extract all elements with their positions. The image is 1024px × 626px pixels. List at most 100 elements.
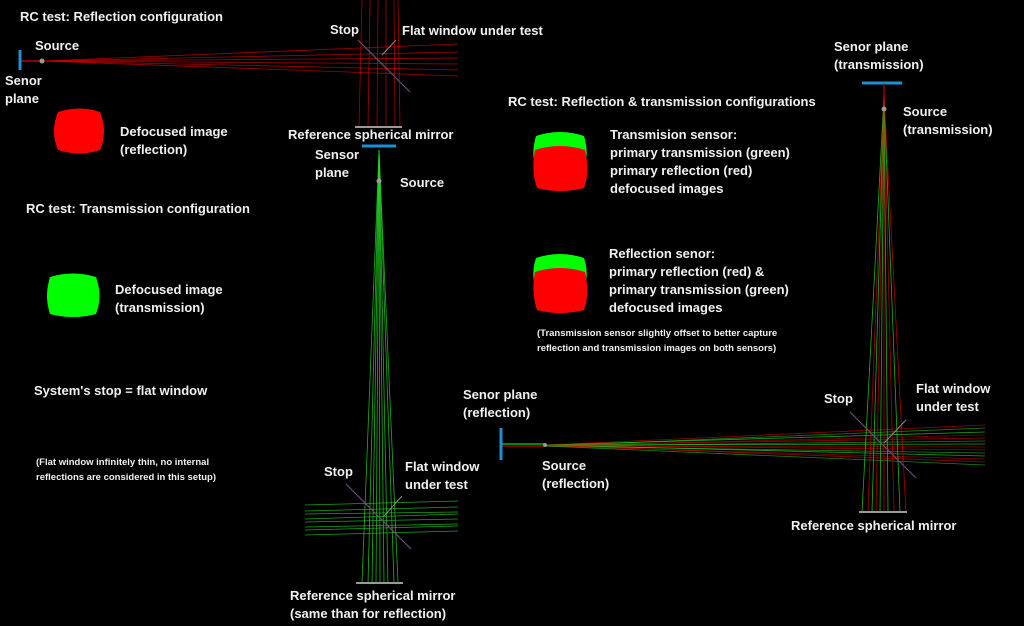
transmission-vertical-ray — [361, 149, 380, 584]
reflection-source-point — [39, 58, 45, 64]
transmission-horizontal-ray — [304, 506, 459, 512]
combined-config-rays — [501, 83, 986, 513]
refl-sensor-block: Reflection senor: primary reflection (re… — [609, 245, 789, 317]
reflection-flat-window — [357, 39, 411, 93]
offset-note: (Transmission sensor slightly offset to … — [537, 326, 777, 356]
transmission-vertical-ray — [375, 149, 380, 584]
combined-horizontal-ray — [544, 444, 986, 463]
transmission-stop-label: Stop — [324, 464, 353, 479]
combined-window-label-line2: under test — [916, 399, 979, 414]
combined-trans-source-point — [881, 106, 887, 112]
combined-horizontal-ray — [544, 443, 986, 446]
reflection-horizontal-ray — [41, 43, 459, 62]
reflection-window-leader — [381, 39, 397, 56]
combined-vertical-ray — [861, 94, 885, 513]
reflection-horizontal-ray — [41, 51, 459, 62]
combined-refl-source-label-line1: Source — [542, 458, 587, 473]
combined-vertical-ray — [883, 94, 889, 513]
transmission-window-label: Flat window under test — [405, 458, 479, 494]
trans-sensor-block: Transmision sensor: primary transmission… — [610, 126, 790, 198]
transmission-defocused-spot — [47, 273, 100, 317]
stop-note: System's stop = flat window — [34, 383, 208, 398]
refl-sensor-block-line4: defocused images — [609, 300, 723, 315]
combined-horizontal-ray — [544, 444, 986, 457]
combined-refl-sensor-label: Senor plane (reflection) — [463, 386, 537, 422]
reflection-vertical-ray — [393, 0, 396, 127]
transmission-sensor-label: Sensor plane — [315, 146, 359, 182]
transmission-mirror-label-line2: (same than for reflection) — [290, 606, 447, 621]
transmission-vertical-ray — [378, 149, 385, 584]
reflection-spot-label-line1: Defocused image — [120, 124, 228, 139]
combined-trans-source-label: Source (transmission) — [903, 103, 993, 139]
reflection-vertical-ray — [367, 0, 371, 127]
combined-horizontal-ray — [544, 437, 986, 446]
reflection-horizontal-ray — [41, 60, 459, 77]
combined-window-label: Flat window under test — [916, 380, 990, 416]
combined-refl-source-label-line2: (reflection) — [542, 476, 610, 491]
reflection-spot-label-line2: (reflection) — [120, 142, 188, 157]
transmission-horizontal-ray — [304, 523, 459, 528]
reflection-sensor-label-line1: Senor — [5, 73, 42, 88]
reflection-vertical-ray — [376, 0, 379, 127]
reflection-horizontal-ray — [41, 60, 459, 65]
transmission-sensor-label-line1: Sensor — [315, 147, 360, 162]
transmission-vertical-ray — [367, 149, 380, 584]
transmission-spot-label-line1: Defocused image — [115, 282, 223, 297]
transmission-source-label: Source — [400, 175, 445, 190]
combined-vertical-ray — [867, 94, 885, 513]
transmission-mirror-label-line1: Reference spherical mirror — [290, 588, 456, 603]
reflection-source-label: Source — [35, 38, 80, 53]
reflection-mirror-label: Reference spherical mirror — [288, 127, 454, 142]
combined-vertical-ray — [871, 94, 885, 513]
combined-flat-window — [849, 411, 917, 479]
trans-sensor-block-line4: defocused images — [610, 181, 724, 196]
combined-trans-sensor-label-line1: Senor plane — [834, 39, 909, 54]
reflection-window-label: Flat window under test — [402, 23, 543, 38]
transmission-config-title: RC test: Transmission configuration — [26, 201, 250, 216]
transmission-config-rays — [304, 149, 459, 584]
combined-vertical-ray — [883, 94, 907, 513]
combined-horizontal-ray — [544, 424, 986, 446]
reflection-horizontal-ray — [41, 60, 459, 71]
transmission-source-point — [376, 178, 382, 184]
combined-trans-source-label-line1: Source — [903, 104, 948, 119]
combined-horizontal-ray — [544, 431, 986, 446]
combined-vertical-ray — [875, 94, 885, 513]
combined-mirror-label: Reference spherical mirror — [791, 518, 957, 533]
transmission-vertical-ray — [378, 149, 389, 584]
trans-sensor-block-line1: Transmision sensor: — [610, 127, 738, 142]
combined-horizontal-ray — [544, 444, 986, 451]
reflection-horizontal-ray — [41, 57, 459, 62]
thin-window-note: (Flat window infinitely thin, no interna… — [36, 455, 216, 485]
transmission-horizontal-ray — [304, 513, 459, 520]
refl-sensor-block-line3: primary transmission (green) — [609, 282, 789, 297]
reflection-vertical-ray — [358, 0, 363, 127]
trans-sensor-block-line2: primary transmission (green) — [610, 145, 790, 160]
transmission-vertical-ray — [371, 149, 380, 584]
reflection-config-rays — [20, 0, 459, 127]
reflection-stop-label: Stop — [330, 22, 359, 37]
thin-window-note-line1: (Flat window infinitely thin, no interna… — [36, 457, 210, 468]
reflection-spot-label: Defocused image (reflection) — [120, 123, 228, 159]
refl-sensor-block-line1: Reflection senor: — [609, 246, 716, 261]
combined-window-leader — [883, 419, 907, 444]
transmission-horizontal-ray — [304, 500, 459, 506]
combined-trans-sensor-label: Senor plane (transmission) — [834, 38, 924, 74]
refl-sensor-red-spot — [533, 268, 588, 313]
trans-sensor-block-line3: primary reflection (red) — [610, 163, 753, 178]
combined-vertical-ray — [883, 94, 901, 513]
transmission-vertical-ray — [378, 149, 399, 584]
transmission-flat-window — [345, 483, 412, 550]
combined-refl-source-point — [543, 443, 547, 447]
transmission-mirror-label: Reference spherical mirror (same than fo… — [290, 587, 455, 623]
transmission-horizontal-ray — [304, 511, 459, 515]
trans-sensor-red-spot — [533, 146, 588, 191]
transmission-sensor-label-line2: plane — [315, 165, 349, 180]
transmission-vertical-ray — [378, 149, 395, 584]
offset-note-line1: (Transmission sensor slightly offset to … — [537, 328, 778, 339]
reflection-vertical-ray — [397, 0, 401, 127]
combined-window-label-line1: Flat window — [916, 381, 991, 396]
combined-vertical-ray — [883, 94, 895, 513]
combined-horizontal-ray — [544, 445, 986, 466]
transmission-window-label-line1: Flat window — [405, 459, 480, 474]
